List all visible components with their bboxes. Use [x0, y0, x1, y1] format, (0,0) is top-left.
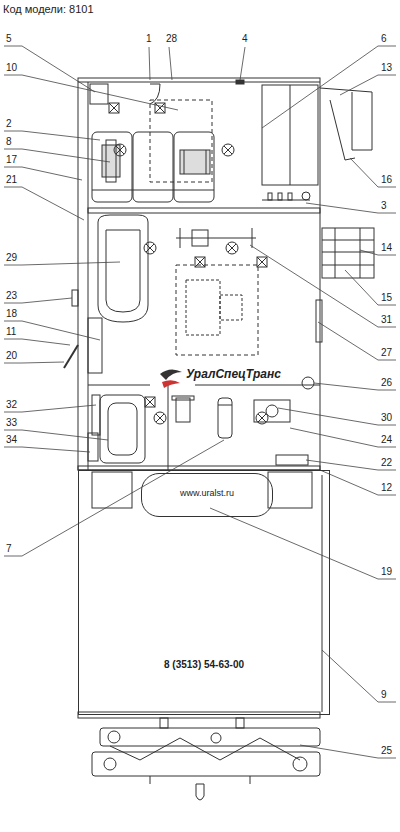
- leader-line: [4, 440, 224, 556]
- callout-number: 4: [242, 33, 248, 45]
- leader-line: [4, 362, 64, 363]
- leader-line: [345, 270, 396, 305]
- callout-number: 5: [6, 33, 12, 45]
- leader-line: [210, 508, 396, 579]
- leader-line: [4, 75, 178, 110]
- callout-number: 32: [6, 399, 17, 411]
- callout-number: 17: [6, 154, 17, 166]
- callout-number: 18: [6, 308, 17, 320]
- website-text: www.uralst.ru: [142, 488, 272, 498]
- leader-line: [4, 405, 96, 412]
- leader-line: [169, 47, 172, 80]
- cab-area: 8 (3513) 54-63-00 www.uralst.ru: [78, 470, 330, 715]
- leader-line: [350, 158, 396, 187]
- callout-number: 13: [381, 62, 392, 74]
- callout-number: 7: [6, 543, 12, 555]
- callout-number: 30: [381, 412, 392, 424]
- leader-line: [250, 245, 396, 327]
- leader-line: [300, 745, 396, 758]
- callout-number: 14: [381, 242, 392, 254]
- leader-line: [4, 339, 70, 345]
- callout-number: 2: [6, 118, 12, 130]
- callout-number: 28: [166, 33, 177, 45]
- callout-number: 34: [6, 434, 17, 446]
- leader-line: [4, 149, 110, 162]
- callout-number: 19: [381, 566, 392, 578]
- callout-number: 11: [6, 326, 16, 338]
- leader-line: [340, 75, 396, 95]
- leader-line: [4, 447, 90, 452]
- leader-line: [322, 650, 396, 702]
- leader-line: [240, 47, 245, 80]
- callout-number: 33: [6, 417, 17, 429]
- leader-line: [4, 131, 100, 140]
- hood-panel: www.uralst.ru: [141, 473, 273, 517]
- callout-number: 22: [381, 457, 392, 469]
- callout-number: 25: [381, 745, 392, 757]
- callout-number: 21: [6, 174, 17, 186]
- callout-number: 12: [381, 482, 392, 494]
- phone-number: 8 (3513) 54-63-00: [79, 659, 329, 670]
- callout-number: 1: [146, 33, 152, 45]
- leader-line: [4, 321, 100, 340]
- leader-line: [318, 322, 396, 360]
- callout-number: 29: [6, 252, 17, 264]
- callout-number: 9: [381, 689, 387, 701]
- callout-number: 24: [381, 434, 392, 446]
- callout-number: 6: [381, 33, 387, 45]
- callout-number: 23: [6, 290, 17, 302]
- callout-number: 26: [381, 377, 392, 389]
- callout-number: 10: [6, 62, 17, 74]
- leader-line: [4, 430, 108, 440]
- callout-number: 20: [6, 350, 17, 362]
- callout-number: 16: [381, 174, 392, 186]
- leader-line: [278, 408, 396, 425]
- leader-line: [4, 262, 120, 265]
- callout-number: 15: [381, 292, 392, 304]
- model-code-title: Код модели: 8101: [3, 3, 94, 15]
- leader-line: [320, 470, 396, 495]
- callout-number: 31: [381, 314, 392, 326]
- leader-line: [290, 428, 396, 447]
- company-logo-text: УралСпецТранс: [186, 368, 281, 380]
- callout-number: 3: [381, 200, 387, 212]
- leader-line: [4, 187, 84, 220]
- leader-line: [149, 47, 150, 80]
- leader-line: [262, 46, 396, 128]
- callout-number: 8: [6, 136, 12, 148]
- leader-line: [4, 46, 95, 92]
- callout-number: 27: [381, 347, 392, 359]
